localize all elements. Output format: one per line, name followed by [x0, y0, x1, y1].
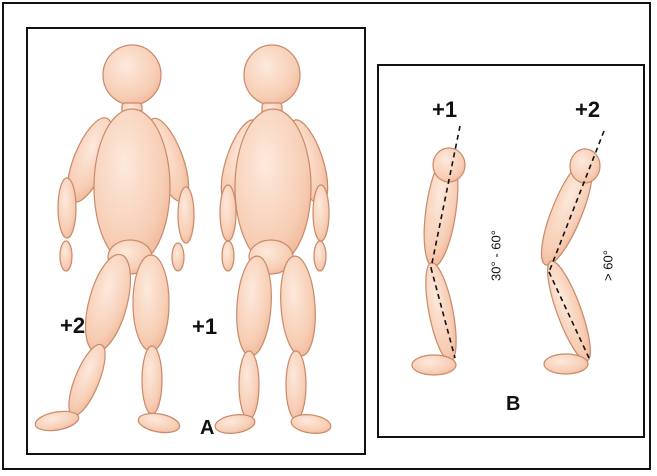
- grade-label-plus-2: +2: [575, 97, 600, 123]
- angle-label-30-60: 30° - 60°: [489, 221, 504, 291]
- figure-right-grade-1: [213, 45, 336, 436]
- angle-label-over-60: > 60°: [601, 243, 616, 289]
- figure-left-grade-2: [34, 45, 197, 436]
- grade-label-plus-2: +2: [60, 313, 85, 339]
- panel-letter-a: A: [200, 417, 214, 440]
- grade-label-plus-1: +1: [432, 97, 457, 123]
- panel-letter-b: B: [506, 393, 520, 416]
- leg-left-grade-1: [412, 148, 465, 375]
- grade-label-plus-1: +1: [192, 314, 217, 340]
- leg-right-grade-2: [532, 149, 603, 374]
